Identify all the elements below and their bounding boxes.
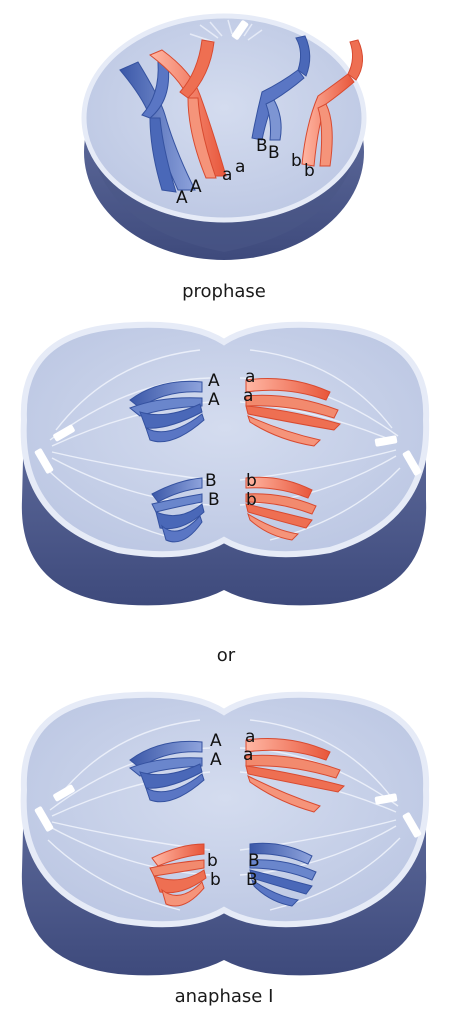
allele-label-b1: b xyxy=(207,851,218,871)
caption-prophase: prophase xyxy=(182,281,266,302)
cell-top xyxy=(24,695,426,925)
allele-label-A1: A xyxy=(208,371,220,391)
allele-label-a1: a xyxy=(245,367,255,387)
allele-label-A2: A xyxy=(208,390,220,410)
allele-label-B2: B xyxy=(208,490,220,510)
allele-label-b2: b xyxy=(210,870,221,890)
allele-label-B1: B xyxy=(248,851,260,871)
allele-label-b2: b xyxy=(304,161,315,181)
allele-label-A1: A xyxy=(210,731,222,751)
allele-label-B2: B xyxy=(246,870,258,890)
panel-metaphase-option-1: A A a a B B b b or xyxy=(22,325,426,666)
allele-label-b1: b xyxy=(246,471,257,491)
allele-label-a2: a xyxy=(243,386,253,406)
cell-top xyxy=(24,325,426,555)
allele-label-a1: a xyxy=(245,727,255,747)
allele-label-a2: a xyxy=(235,157,245,177)
allele-label-a2: a xyxy=(243,745,253,765)
allele-label-B2: B xyxy=(268,143,280,163)
allele-label-B1: B xyxy=(205,471,217,491)
allele-label-b1: b xyxy=(291,151,302,171)
allele-label-A2: A xyxy=(190,177,202,197)
allele-label-A2: A xyxy=(210,750,222,770)
caption-anaphase-i: anaphase I xyxy=(175,986,274,1007)
panel-metaphase-option-2: A A a a b b B B anaphase I xyxy=(22,695,426,1007)
panel-prophase: A A a a B B b b prophase xyxy=(84,16,364,302)
allele-label-a1: a xyxy=(222,165,232,185)
allele-label-b2: b xyxy=(246,490,257,510)
caption-or: or xyxy=(217,645,236,666)
allele-label-B1: B xyxy=(256,136,268,156)
allele-label-A1: A xyxy=(176,188,188,208)
